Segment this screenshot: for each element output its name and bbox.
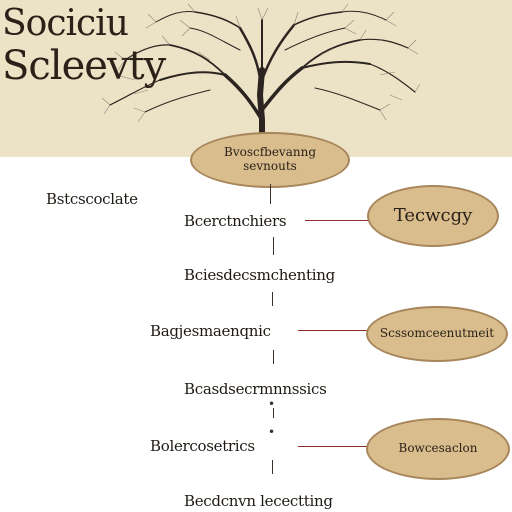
node-label-4: Bcasdsecrmnnssics — [184, 380, 327, 398]
connector-line-c — [298, 446, 368, 447]
tree-illustration — [101, 3, 420, 160]
spine-segment — [273, 237, 274, 255]
category-oval-b-label: Scssomceenutmeit — [379, 326, 495, 341]
category-oval-c: Bowcesaclon — [366, 418, 510, 480]
root-node-line-2: sevnouts — [243, 159, 297, 173]
root-node-oval: Bvoscfbevanng sevnouts — [190, 132, 350, 188]
connector-line-b — [298, 330, 368, 331]
node-label-1: Bcerctnchiers — [184, 212, 287, 230]
root-node-line-1: Bvoscfbevanng — [224, 145, 316, 160]
category-oval-a-label: Tecwcgy — [393, 204, 473, 226]
spine-dot: • — [268, 425, 276, 439]
spine-segment — [272, 292, 273, 306]
node-label-5: Bolercosetrics — [150, 437, 255, 455]
category-oval-c-label: Bowcesaclon — [398, 441, 478, 456]
node-label-3: Bagjesmaenqnic — [150, 322, 271, 340]
title-line-1: Sociciu — [2, 3, 129, 44]
connector-line-a — [305, 220, 369, 221]
spine-segment — [273, 408, 274, 418]
spine-segment — [270, 184, 271, 204]
spine-dot: • — [268, 397, 276, 411]
node-label-0: Bstcscoclate — [46, 190, 138, 208]
node-label-6: Becdcnvn lecectting — [184, 492, 333, 510]
category-oval-a: Tecwcgy — [367, 185, 499, 247]
node-label-2: Bciesdecsmchenting — [184, 266, 335, 284]
spine-segment — [272, 460, 273, 474]
spine-segment — [273, 350, 274, 364]
category-oval-b: Scssomceenutmeit — [366, 306, 508, 362]
header-band — [0, 0, 512, 157]
